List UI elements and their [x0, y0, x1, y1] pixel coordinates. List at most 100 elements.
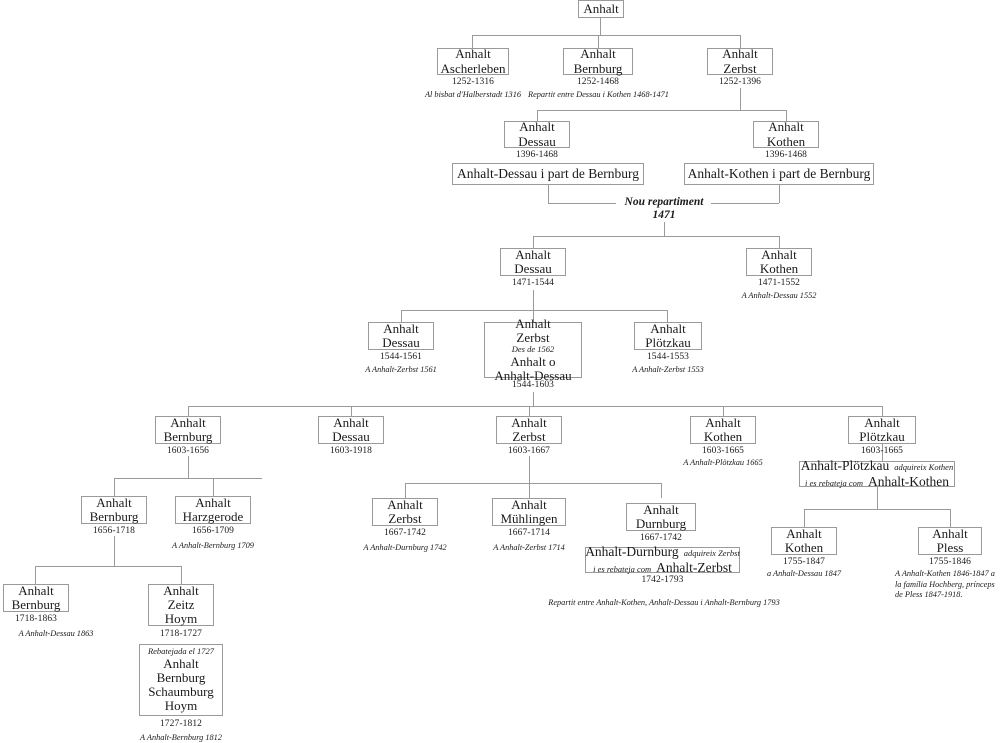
connector-plotzkau1603-down — [882, 444, 883, 461]
node-dessau-part-bernburg: Anhalt-Dessau i part de Bernburg — [452, 163, 644, 185]
node-anhalt-zeitz-hoym-1718: Anhalt Zeitz Hoym — [148, 582, 214, 626]
label-nou-repartiment-line1: Nou repartiment — [624, 196, 704, 208]
merge-line1-note: adquireix Kothen — [894, 462, 954, 472]
node-label-line1: Anhalt — [163, 582, 199, 598]
node-label-line1: Anhalt — [643, 501, 679, 517]
node-label-line2: Kothen — [784, 540, 824, 555]
note-pless-1755: A Anhalt-Kothen 1846-1847 a la família H… — [895, 569, 995, 600]
connector-to-kothen1396 — [786, 110, 787, 121]
node-anhalt-kothen-1471: Anhalt Kothen — [746, 247, 812, 276]
node-label-line1: Anhalt — [650, 320, 686, 336]
node-anhalt-zerbst-1603: Anhalt Zerbst — [496, 414, 562, 444]
node-label-line2: Zerbst — [516, 330, 550, 346]
node-label-line2: Zeitz — [167, 596, 195, 612]
years-kothen-1603: 1603-1665 — [701, 446, 745, 456]
connector-to-kothen1603 — [723, 406, 724, 416]
connector-dessau1471-down — [533, 290, 534, 310]
node-label-line2: Kothen — [759, 261, 799, 276]
connector-root-down — [600, 18, 601, 35]
years-pless-1755: 1755-1846 — [928, 557, 972, 567]
years-kothen-1471: 1471-1552 — [757, 278, 801, 288]
node-label-line1: Anhalt — [515, 246, 551, 262]
years-durnburg-zerbst: 1742-1793 — [641, 575, 684, 585]
node-label-line1: Anhalt — [163, 655, 199, 671]
node-label-line2: Kothen — [766, 133, 806, 149]
years-bernburg-1603: 1603-1656 — [166, 446, 210, 456]
connector-to-zerbst1544 — [533, 310, 534, 322]
merge-row-2: i es rebateja com Anhalt-Kothen — [805, 474, 949, 490]
node-anhalt-kothen-1755: Anhalt Kothen — [771, 526, 837, 555]
node-label-line2: Kothen — [703, 429, 743, 444]
years-dessau-1544: 1544-1561 — [379, 352, 423, 362]
node-label-line2: Plötzkau — [645, 335, 691, 350]
years-bernburg-schaumburg-hoym: 1727-1812 — [159, 719, 203, 729]
node-label-line2: Dessau — [332, 429, 370, 444]
node-label-line1: Anhalt — [387, 496, 423, 512]
connector-bernburg1656-down — [114, 536, 115, 566]
node-label-line2: Mühlingen — [500, 511, 558, 526]
node-label-line2: Bernburg — [163, 429, 213, 444]
node-label-line1: Anhalt — [18, 582, 54, 598]
node-label-line1: Anhalt — [932, 525, 968, 541]
connector-to-dessau1471 — [533, 236, 534, 248]
connector-to-kothen1471 — [779, 236, 780, 248]
connector-bus-1656 — [114, 478, 262, 479]
connector-to-muhlingen1667 — [529, 483, 530, 498]
node-label-line2: Plötzkau — [859, 429, 905, 444]
connector-to-ascherleben — [472, 35, 473, 48]
connector-to-zerbst1667 — [405, 483, 406, 498]
connector-bus-level1 — [472, 35, 740, 36]
years-ascherleben: 1252-1316 — [451, 77, 495, 87]
node-anhalt-zerbst-1252: Anhalt Zerbst — [707, 46, 773, 75]
note-harzgerode-1656: A Anhalt-Bernburg 1709 — [172, 541, 254, 550]
note-bernburg-1252: Repartit entre Dessau i Kothen 1468-1471 — [528, 90, 669, 99]
node-anhalt-bernburg-1603: Anhalt Bernburg — [155, 415, 221, 444]
connector-to-zeitzhoym1718 — [181, 566, 182, 584]
node-label-line1: Anhalt — [515, 316, 551, 332]
node-label-line3: Schaumburg — [148, 683, 214, 699]
node-label-line2: Zerbst — [512, 429, 546, 444]
merge-line2-name: Anhalt-Zerbst — [656, 560, 732, 575]
node-label-line2: Dessau — [382, 335, 420, 350]
connector-nourepart-right — [711, 203, 779, 204]
years-dessau-1471: 1471-1544 — [511, 278, 555, 288]
node-label-line2: Pless — [936, 540, 964, 555]
connector-bus-1603 — [188, 406, 882, 407]
note-bernburg-1718: A Anhalt-Dessau 1863 — [18, 629, 94, 638]
node-label-line1: Anhalt — [96, 494, 132, 510]
connector-to-zerbst1603 — [529, 406, 530, 416]
connector-dessaupart-down — [548, 185, 549, 203]
connector-to-durnburg1667 — [661, 483, 662, 498]
note-plotzkau-1544: A Anhalt-Zerbst 1553 — [632, 365, 704, 374]
node-label-renamed: Rebatejada el 1727 — [147, 646, 215, 657]
node-anhalt-dessau-1471: Anhalt Dessau — [500, 246, 566, 276]
node-anhalt-pless-1755: Anhalt Pless — [918, 525, 982, 555]
connector-zerbst1603-down — [529, 456, 530, 483]
node-label-line4: Hoym — [164, 697, 198, 713]
node-label-line1: Anhalt — [722, 46, 758, 62]
years-zerbst-1603: 1603-1667 — [507, 446, 551, 456]
node-anhalt-bernburg-schaumburg-hoym: Rebatejada el 1727 Anhalt Bernburg Schau… — [139, 644, 223, 716]
node-anhalt-zerbst-1544: Anhalt Zerbst Des de 1562 Anhalt o Anhal… — [484, 317, 582, 382]
years-muhlingen-1667: 1667-1714 — [507, 528, 551, 538]
node-label-line1: Anhalt — [333, 414, 369, 430]
years-dessau-1396: 1396-1468 — [515, 150, 559, 160]
years-zeitz-hoym-1718: 1718-1727 — [159, 629, 203, 639]
node-label: Anhalt — [583, 0, 619, 16]
node-label-line1: Anhalt — [705, 414, 741, 430]
years-bernburg-1718: 1718-1863 — [14, 614, 58, 624]
node-anhalt-muhlingen-1667: Anhalt Mühlingen — [492, 497, 566, 526]
node-anhalt-zerbst-1667: Anhalt Zerbst — [372, 496, 438, 526]
years-kothen-1396: 1396-1468 — [764, 150, 808, 160]
node-anhalt-bernburg-1656: Anhalt Bernburg — [81, 494, 147, 524]
connector-to-bernburg1252 — [598, 35, 599, 48]
connector-to-dessau1544 — [401, 310, 402, 322]
node-anhalt-kothen-1603: Anhalt Kothen — [690, 414, 756, 444]
merge-line1-name: Anhalt-Plötzkau — [800, 458, 890, 473]
connector-to-pless1755 — [950, 509, 951, 527]
node-label-line1: Anhalt — [511, 414, 547, 430]
node-label-line2: Zerbst — [388, 511, 422, 526]
node-label-alt1: Anhalt o — [510, 353, 556, 369]
connector-kothenpart-down — [779, 185, 780, 203]
